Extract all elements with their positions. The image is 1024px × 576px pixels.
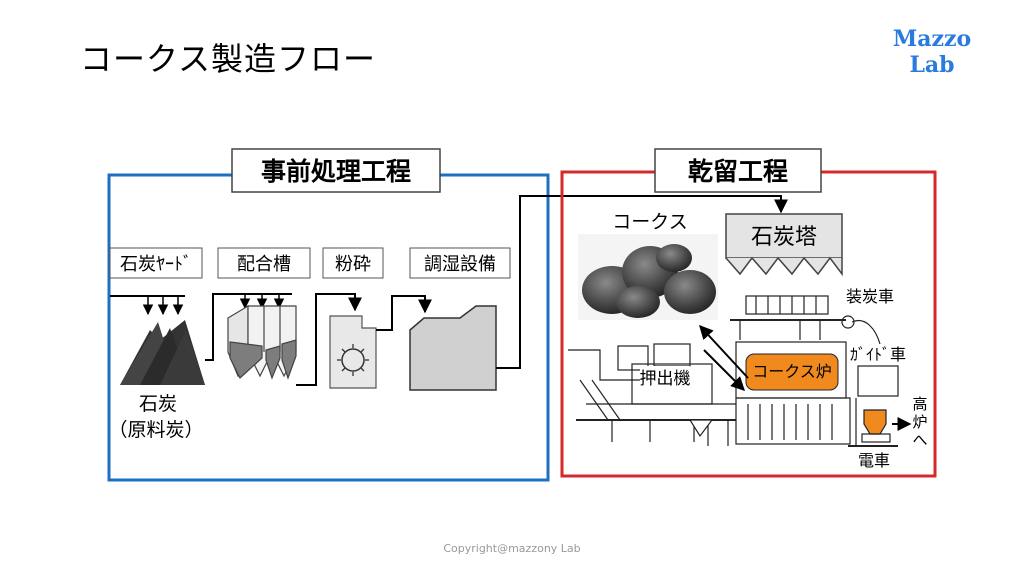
pusher-label: 押出機 (640, 369, 691, 389)
charging-car-label: 装炭車 (846, 287, 894, 306)
blending-tank-label: 配合槽 (237, 254, 291, 275)
coal-pile-illustration (120, 320, 205, 385)
crushing-label: 粉砕 (335, 254, 371, 275)
coke-oven-illustration (735, 341, 851, 445)
brand-logo: Mazzo Lab (884, 26, 980, 78)
charging-car-illustration (730, 295, 855, 340)
coke-oven-chamber (745, 353, 839, 391)
electric-car-illustration (848, 398, 898, 447)
logo-line-2: Lab (909, 52, 955, 78)
pretreatment-heading-box (231, 148, 441, 193)
coke-label: コークス (612, 211, 687, 233)
page-title: コークス製造フロー (80, 40, 377, 78)
coke-photo (578, 234, 718, 320)
blast-furnace-char-3: へ (912, 431, 927, 449)
coal-label: 石炭 (139, 393, 177, 415)
coal-tower-label: 石炭塔 (751, 225, 817, 250)
coal-raw-label: （原料炭） (108, 419, 203, 441)
coal-yard-label: 石炭ﾔｰﾄﾞ (120, 254, 192, 275)
coal-tower-illustration (725, 213, 843, 277)
blending-tank-box (217, 247, 311, 279)
pretreatment-heading: 事前処理工程 (261, 157, 411, 186)
copyright-notice: Copyright@mazzony Lab (443, 542, 581, 555)
pusher-illustration (568, 343, 736, 446)
oven-to-coke-arrow (699, 324, 749, 379)
blast-furnace-char-1: 高 (912, 395, 927, 413)
pusher-to-oven-arrow (703, 349, 745, 391)
guide-car-label: ｶﾞｲﾄﾞ車 (850, 345, 906, 364)
blast-furnace-char-2: 炉 (912, 413, 927, 431)
logo-line-1: Mazzo (892, 26, 972, 52)
carbonization-heading-box (654, 148, 822, 193)
guide-car-box (857, 365, 899, 397)
moisture-control-illustration (409, 305, 497, 391)
moisture-control-box (409, 247, 511, 279)
crushing-box (322, 247, 384, 279)
crusher-illustration (329, 315, 377, 389)
coal-yard-box (109, 247, 203, 279)
blending-tank-illustration (227, 304, 297, 380)
electric-car-label: 電車 (858, 451, 890, 470)
carbonization-heading: 乾留工程 (688, 157, 788, 186)
moisture-control-label: 調湿設備 (424, 254, 496, 275)
coke-oven-label: コークス炉 (752, 362, 832, 381)
